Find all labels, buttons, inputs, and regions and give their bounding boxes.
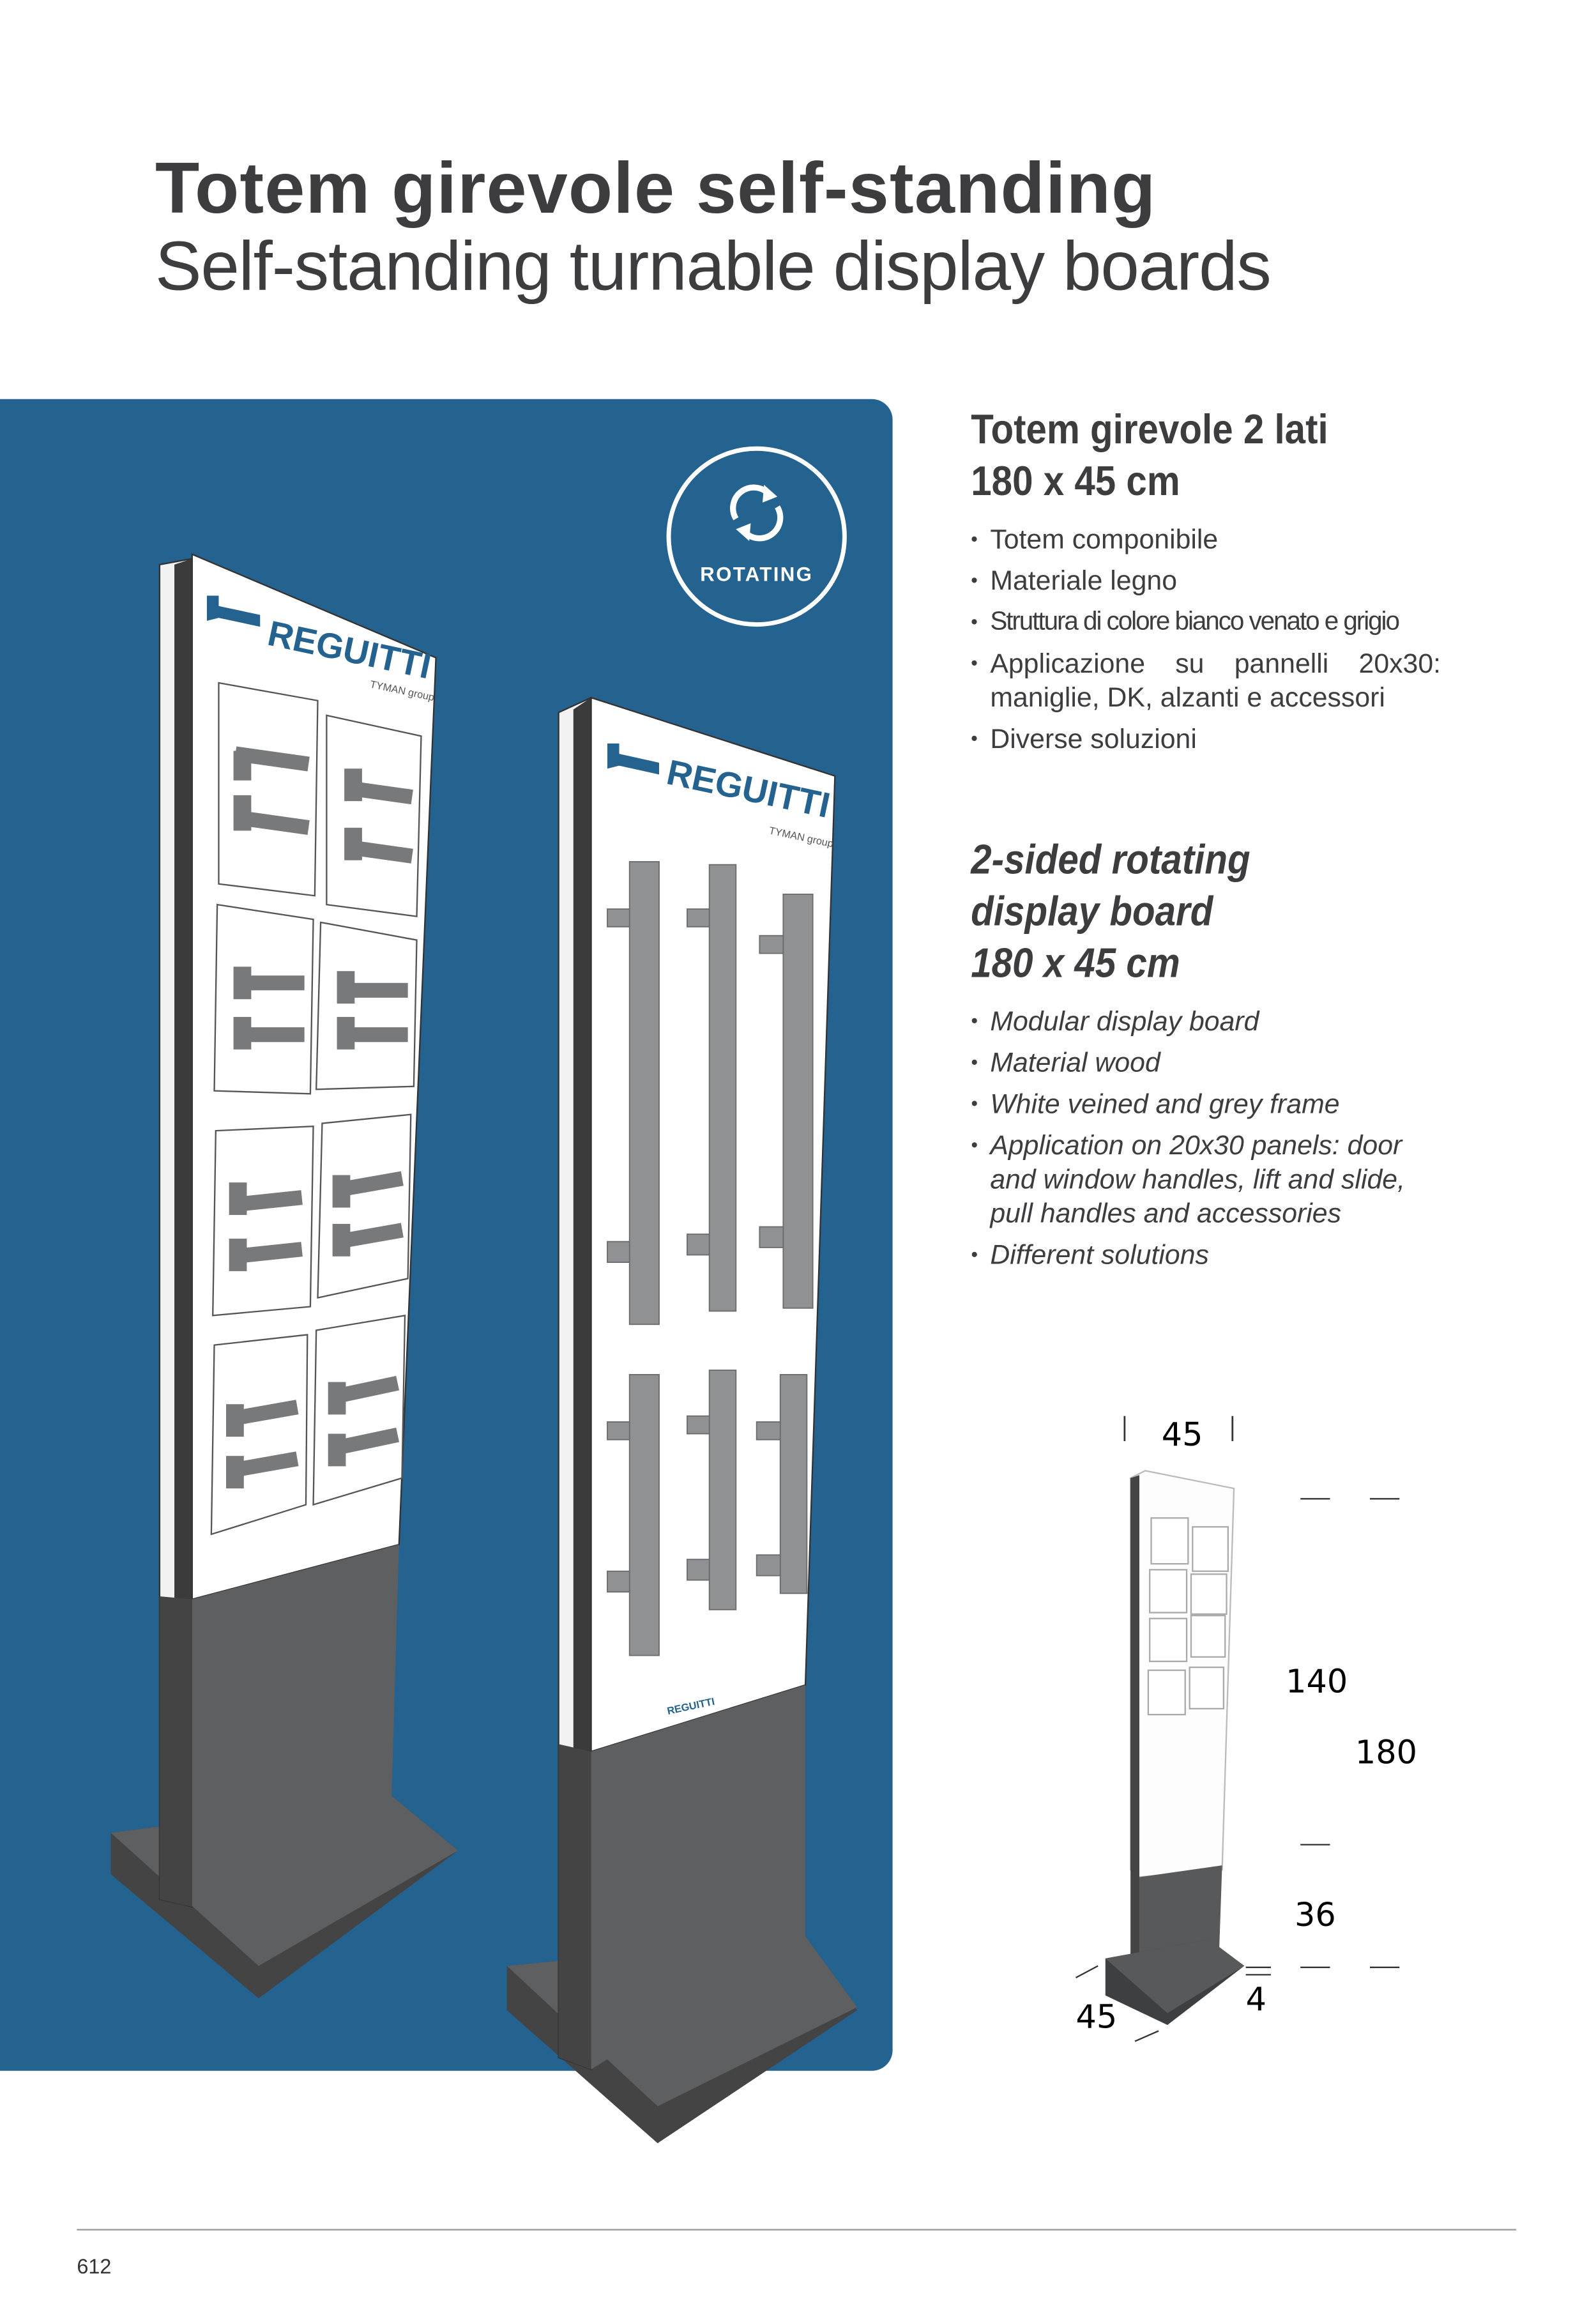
dim-panel-height: 140 — [1286, 1663, 1348, 1700]
totem-with-panels: REGUITTI TYMAN group — [110, 553, 459, 1999]
rotate-icon — [730, 484, 784, 542]
page-title: Totem girevole self-standing — [155, 149, 1157, 229]
footer-divider — [77, 2229, 1517, 2231]
dim-base-height: 36 — [1295, 1897, 1336, 1934]
list-item: Application on 20x30 panels: door and wi… — [971, 1128, 1441, 1230]
list-item: Material wood — [971, 1045, 1441, 1079]
dim-base-thickness: 4 — [1246, 1981, 1266, 2019]
dim-total-height: 180 — [1355, 1734, 1417, 1771]
page-number: 612 — [77, 2254, 112, 2278]
list-item: Materiale legno — [971, 563, 1441, 597]
list-item: Modular display board — [971, 1004, 1441, 1037]
bullet-list-en: Modular display board Material wood Whit… — [971, 1004, 1441, 1271]
dim-width: 45 — [1162, 1416, 1203, 1454]
rotating-label: ROTATING — [700, 563, 814, 586]
totem-with-pull-handles: REGUITTI TYMAN group REGUITTI — [506, 696, 858, 2144]
list-item: Totem componibile — [971, 522, 1441, 556]
rotating-badge: ROTATING — [666, 446, 847, 627]
list-item: White veined and grey frame — [971, 1087, 1441, 1120]
list-item: Different solutions — [971, 1237, 1441, 1271]
list-item: Applicazione su pannelli 20x30: maniglie… — [971, 646, 1441, 714]
dimension-drawing: 45 140 180 36 4 45 — [1075, 1416, 1417, 2042]
list-item: Diverse soluzioni — [971, 721, 1441, 755]
bullet-list-it: Totem componibile Materiale legno Strutt… — [971, 522, 1441, 756]
page-subtitle: Self-standing turnable display boards — [155, 226, 1272, 305]
list-item: Struttura di colore bianco venato e grig… — [971, 604, 1441, 638]
dim-depth: 45 — [1076, 1999, 1118, 2036]
